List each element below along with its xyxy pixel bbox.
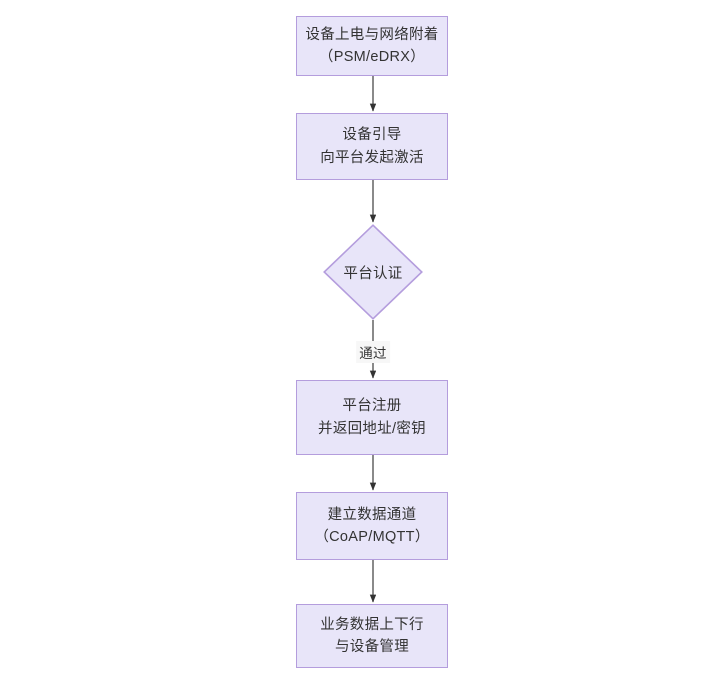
node-platform-registration[interactable]: 平台注册 并返回地址/密钥 <box>296 380 448 455</box>
node-device-bootstrap[interactable]: 设备引导 向平台发起激活 <box>296 113 448 180</box>
node-label-line1: 设备引导 <box>342 127 402 144</box>
node-label-line2: 与设备管理 <box>335 639 409 655</box>
node-platform-auth-decision[interactable]: 平台认证 <box>323 224 423 320</box>
node-data-channel[interactable]: 建立数据通道 （CoAP/MQTT） <box>296 492 448 560</box>
node-business-data-management[interactable]: 业务数据上下行 与设备管理 <box>296 604 448 668</box>
node-label-line2: （PSM/eDRX） <box>318 49 426 65</box>
node-label-line1: 平台认证 <box>343 265 403 282</box>
node-device-power-on[interactable]: 设备上电与网络附着 （PSM/eDRX） <box>296 16 448 76</box>
edge-label-pass: 通过 <box>356 341 390 363</box>
node-label-line2: 并返回地址/密钥 <box>318 420 426 437</box>
node-label-line2: （CoAP/MQTT） <box>314 529 430 545</box>
diamond-shape <box>323 224 423 320</box>
node-label-line2: 向平台发起激活 <box>320 149 424 166</box>
node-label-line1: 平台注册 <box>342 398 402 415</box>
node-label-line1: 建立数据通道 <box>327 506 417 523</box>
node-label-line1: 设备上电与网络附着 <box>305 26 439 43</box>
node-label-line1: 业务数据上下行 <box>320 616 424 633</box>
